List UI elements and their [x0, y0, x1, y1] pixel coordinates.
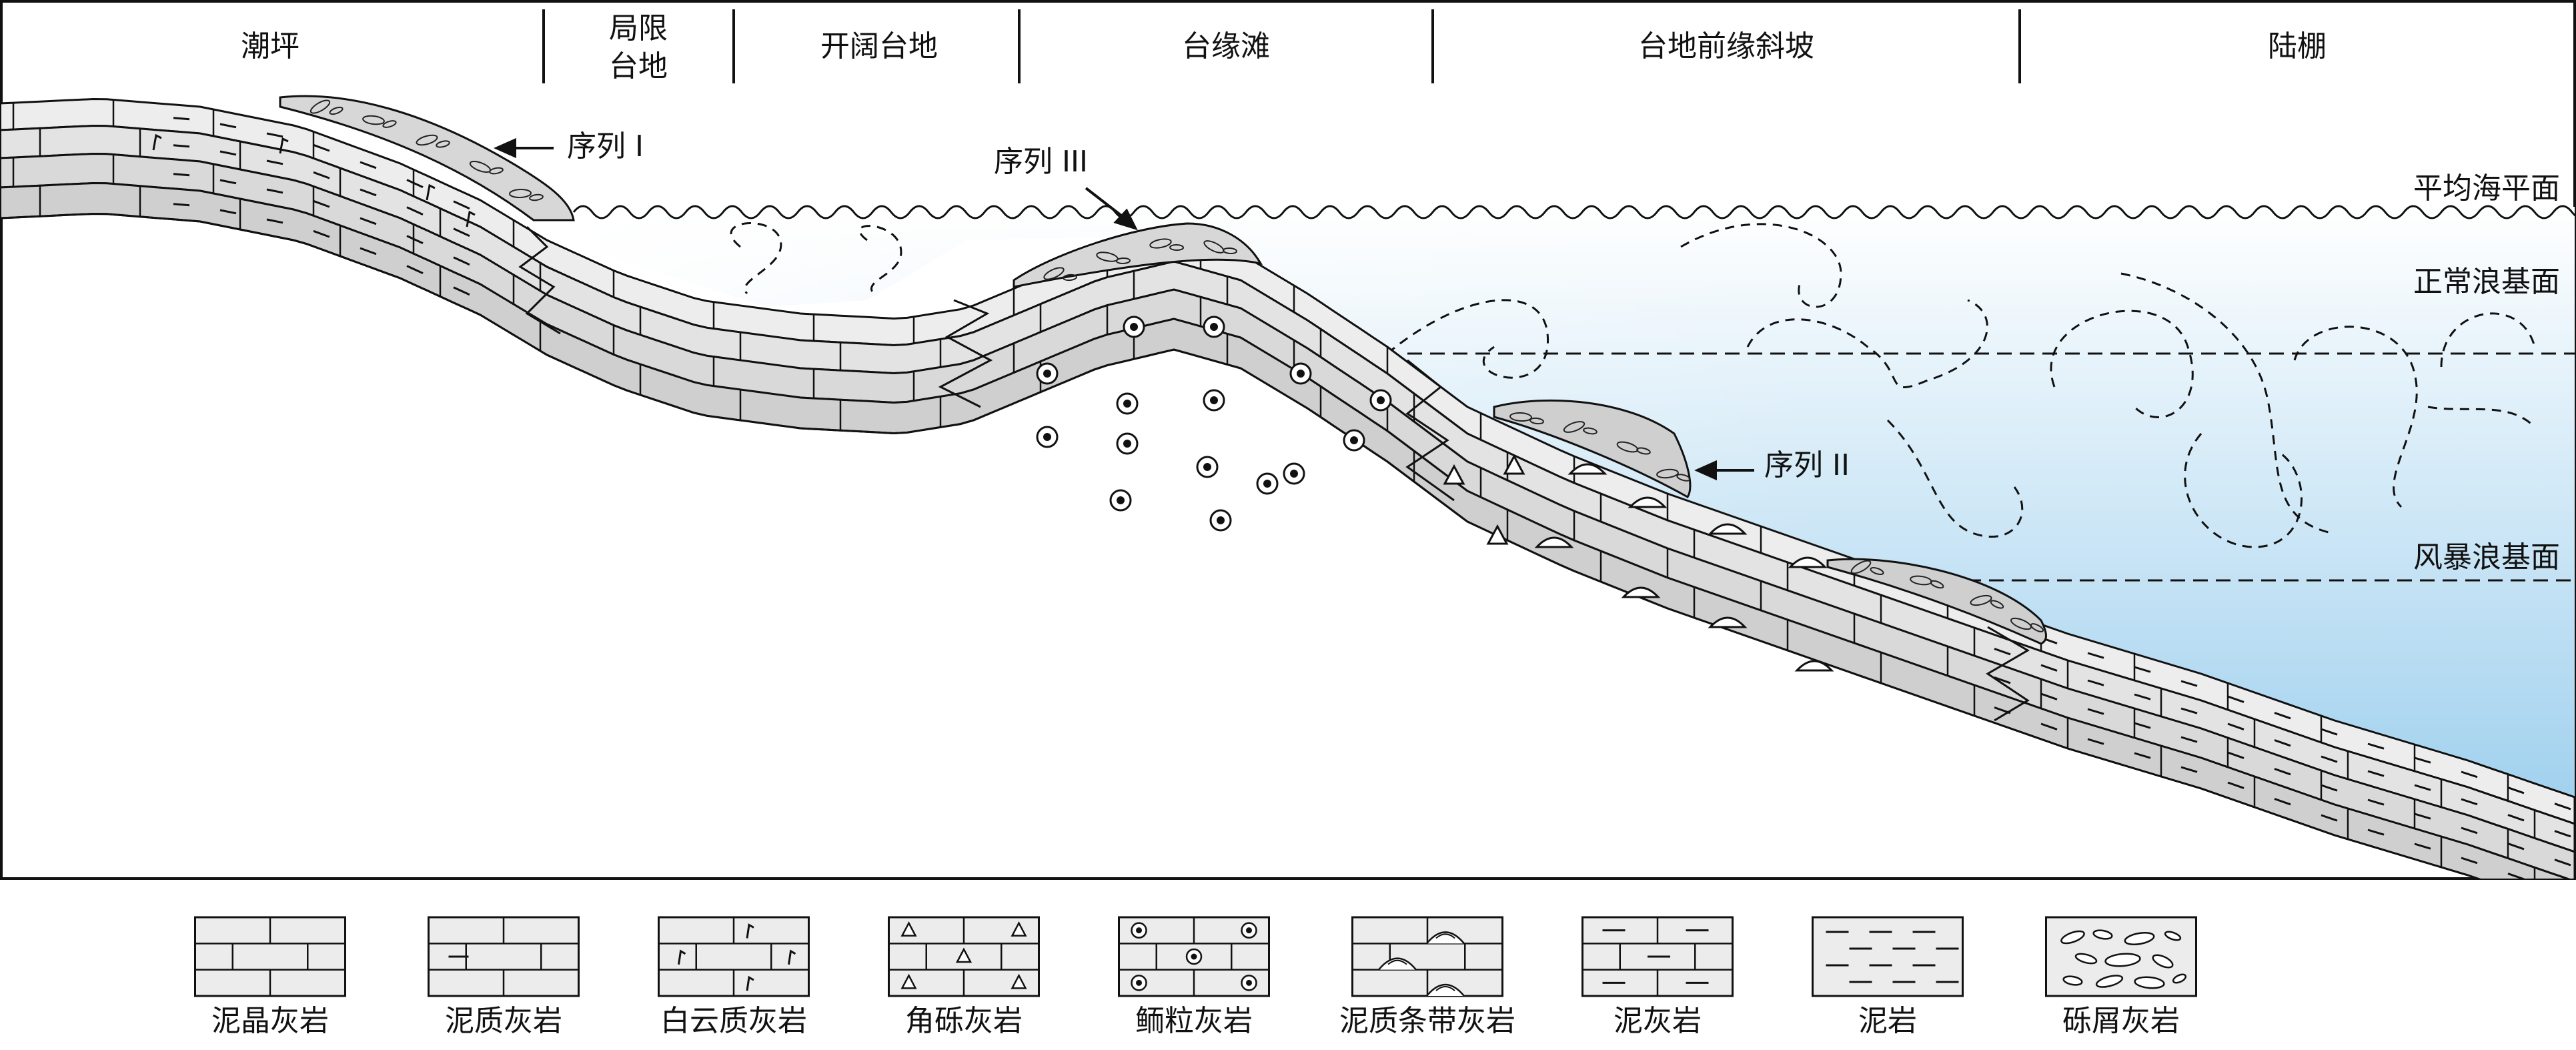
legend-label-argillaceous-banded-limestone: 泥质条带灰岩: [1339, 1004, 1515, 1038]
legend-item-oolitic-limestone: 鲕粒灰岩: [1118, 916, 1270, 1038]
legend-item-intraclast-limestone: 砾屑灰岩: [2045, 916, 2197, 1038]
legend-item-mudstone: 泥岩: [1812, 916, 1964, 1038]
water-circulation-curves: [730, 222, 2536, 548]
legend: 泥晶灰岩 泥质灰岩 白云质灰岩 角砾灰岩 鲕粒灰岩 泥质条带灰岩 泥灰岩 泥岩 砾屑灰岩: [194, 916, 2197, 1038]
zone-label-restricted-platform-line2: 台地: [609, 49, 668, 83]
zone-dividers: [542, 9, 2021, 83]
legend-label-dolomitic-limestone: 白云质灰岩: [660, 1004, 807, 1038]
legend-item-marl: 泥灰岩: [1581, 916, 1734, 1038]
zone-label-tidal-flat: 潮坪: [241, 29, 299, 63]
sequence-arrows: [494, 137, 1754, 481]
legend-item-dolomitic-limestone: 白云质灰岩: [658, 916, 810, 1038]
zone-label-restricted-platform-line1: 局限: [609, 11, 668, 45]
mean-sea-level-label: 平均海平面: [2413, 171, 2560, 205]
zone-label-shelf: 陆棚: [2268, 29, 2327, 63]
stratigraphic-layers: [1, 97, 2575, 879]
legend-label-argillaceous-limestone: 泥质灰岩: [445, 1004, 562, 1038]
legend-label-mudstone: 泥岩: [1858, 1004, 1917, 1038]
legend-item-breccia-limestone: 角砾灰岩: [888, 916, 1040, 1038]
sequence-1-label: 序列 I: [567, 129, 644, 163]
fair-weather-wave-base-label: 正常浪基面: [2413, 265, 2560, 299]
sea-level-line: [572, 205, 2575, 219]
legend-item-argillaceous-banded-limestone: 泥质条带灰岩: [1339, 916, 1515, 1038]
legend-label-marl: 泥灰岩: [1614, 1004, 1702, 1038]
sequence-3-label: 序列 III: [994, 145, 1088, 179]
zone-label-platform-margin-shoal: 台缘滩: [1182, 29, 1270, 63]
legend-item-argillaceous-limestone: 泥质灰岩: [428, 916, 580, 1038]
storm-wave-base-label: 风暴浪基面: [2413, 540, 2560, 574]
legend-label-oolitic-limestone: 鲕粒灰岩: [1135, 1004, 1253, 1038]
intraclast-texture: [309, 99, 2044, 632]
zone-label-platform-foreslope: 台地前缘斜坡: [1638, 29, 1814, 63]
legend-label-intraclast-limestone: 砾屑灰岩: [2062, 1004, 2180, 1038]
legend-label-breccia-limestone: 角砾灰岩: [905, 1004, 1023, 1038]
legend-label-micrite-limestone: 泥晶灰岩: [211, 1004, 329, 1038]
sequence-2-label: 序列 II: [1764, 448, 1850, 482]
intraclast-caps: [279, 95, 2047, 645]
legend-item-micrite-limestone: 泥晶灰岩: [194, 916, 346, 1038]
zone-label-open-platform: 开阔台地: [820, 29, 938, 63]
